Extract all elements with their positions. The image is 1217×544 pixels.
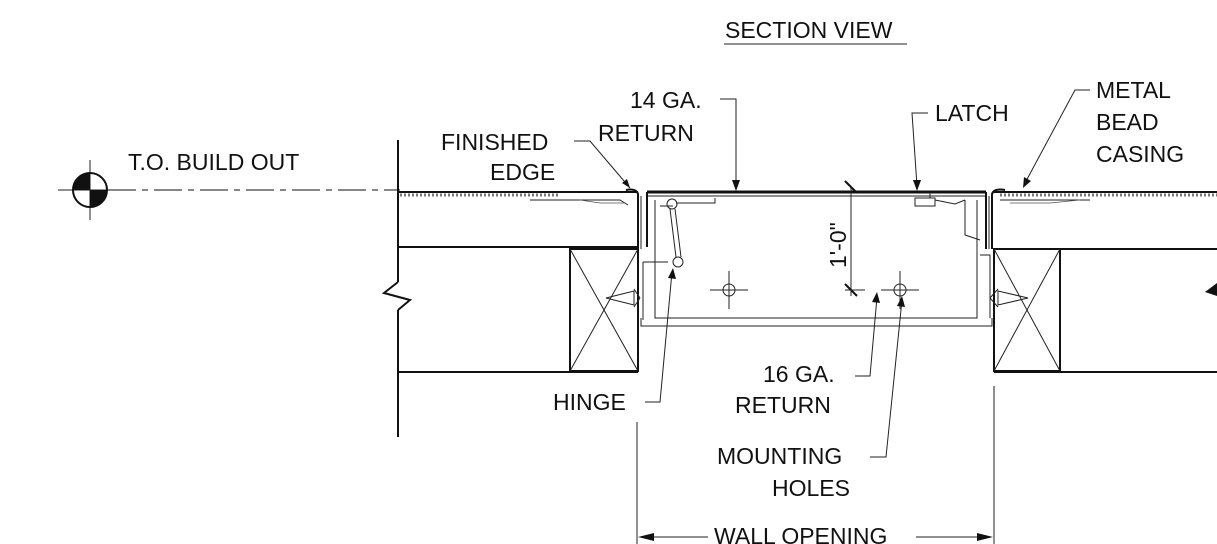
latch-icon bbox=[914, 192, 966, 207]
return14-label-line1: 14 GA. bbox=[630, 87, 702, 113]
return16-label-line2: RETURN bbox=[735, 392, 831, 418]
wall-opening-dimension bbox=[636, 386, 995, 544]
bead-label-line3: CASING bbox=[1096, 141, 1184, 167]
depth-dimension-label: 1'-0" bbox=[825, 222, 851, 268]
right-wall bbox=[994, 191, 1217, 373]
wall-opening-label: WALL OPENING bbox=[714, 523, 887, 544]
latch-label: LATCH bbox=[935, 100, 1009, 126]
left-screw bbox=[605, 288, 641, 308]
bead-leader bbox=[1024, 89, 1090, 184]
mounting-label-line1: MOUNTING bbox=[717, 443, 842, 469]
datum-target-icon bbox=[58, 160, 122, 220]
right-bead-casing bbox=[988, 188, 1006, 249]
left-wall bbox=[381, 140, 638, 437]
right-screw bbox=[989, 288, 1029, 308]
latch-leader bbox=[911, 112, 928, 187]
mounting-leader bbox=[870, 299, 903, 458]
datum-label: T.O. BUILD OUT bbox=[128, 149, 299, 175]
left-bead-casing bbox=[625, 188, 642, 249]
finished-edge-leader bbox=[574, 140, 631, 189]
return16-label-line1: 16 GA. bbox=[763, 361, 835, 387]
bead-label-line1: METAL bbox=[1096, 77, 1171, 103]
return14-label-line2: RETURN bbox=[598, 120, 694, 146]
bead-label-line2: BEAD bbox=[1096, 109, 1159, 135]
section-title: SECTION VIEW bbox=[725, 17, 893, 43]
finished-edge-label-line1: FINISHED bbox=[441, 129, 548, 155]
hinge-icon bbox=[666, 198, 684, 268]
return16-leader bbox=[855, 296, 878, 377]
left-stud bbox=[569, 248, 639, 372]
finished-edge-label-line2: EDGE bbox=[490, 159, 555, 185]
hinge-leader bbox=[645, 271, 673, 403]
access-door-panel bbox=[640, 190, 993, 327]
return14-leader bbox=[720, 98, 737, 186]
mounting-hole-icon bbox=[710, 271, 748, 309]
hinge-label: HINGE bbox=[553, 389, 626, 415]
right-stud bbox=[993, 248, 1061, 372]
depth-dimension bbox=[844, 180, 865, 297]
mounting-label-line2: HOLES bbox=[772, 475, 850, 501]
